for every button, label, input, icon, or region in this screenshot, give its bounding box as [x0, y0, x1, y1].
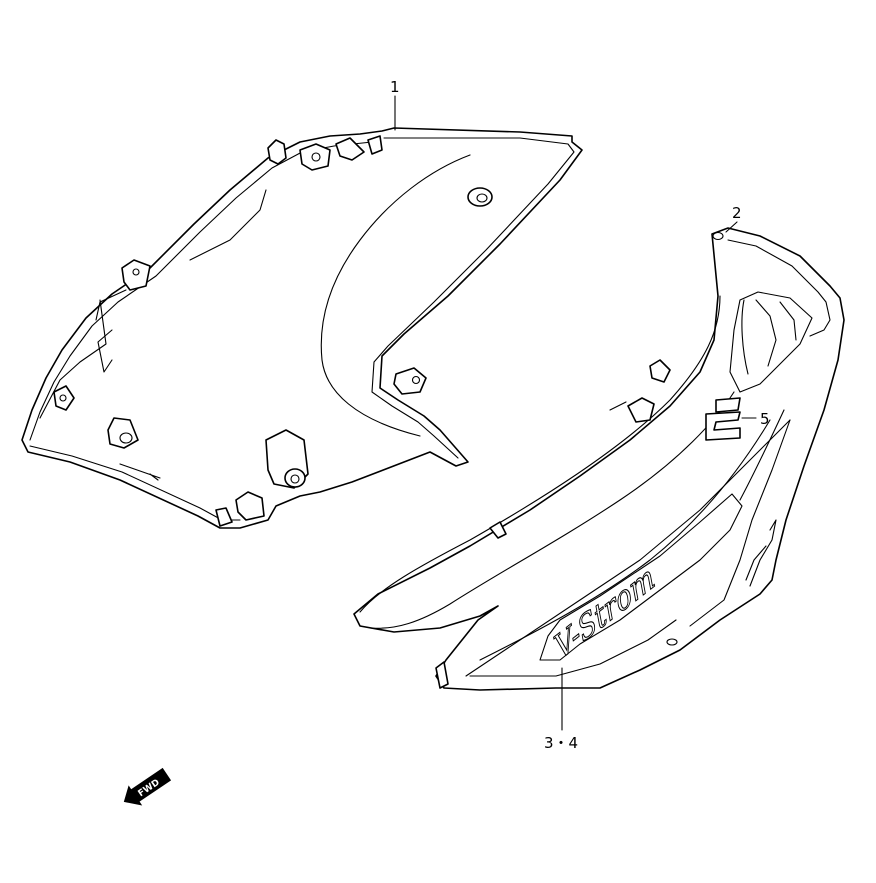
callout-5: 5: [760, 410, 770, 428]
side-cover-left: [21, 127, 583, 529]
fwd-arrow-icon: FWD: [123, 767, 172, 806]
callout-2: 2: [732, 204, 742, 222]
decal-text: V-Strom: [550, 558, 659, 668]
callout-1: 1: [390, 78, 400, 96]
leader-lines: [394, 95, 757, 731]
leader-2: [725, 221, 738, 233]
callout-3-4: 3・4: [544, 734, 578, 752]
side-cover-right: V-Strom: [353, 227, 845, 691]
